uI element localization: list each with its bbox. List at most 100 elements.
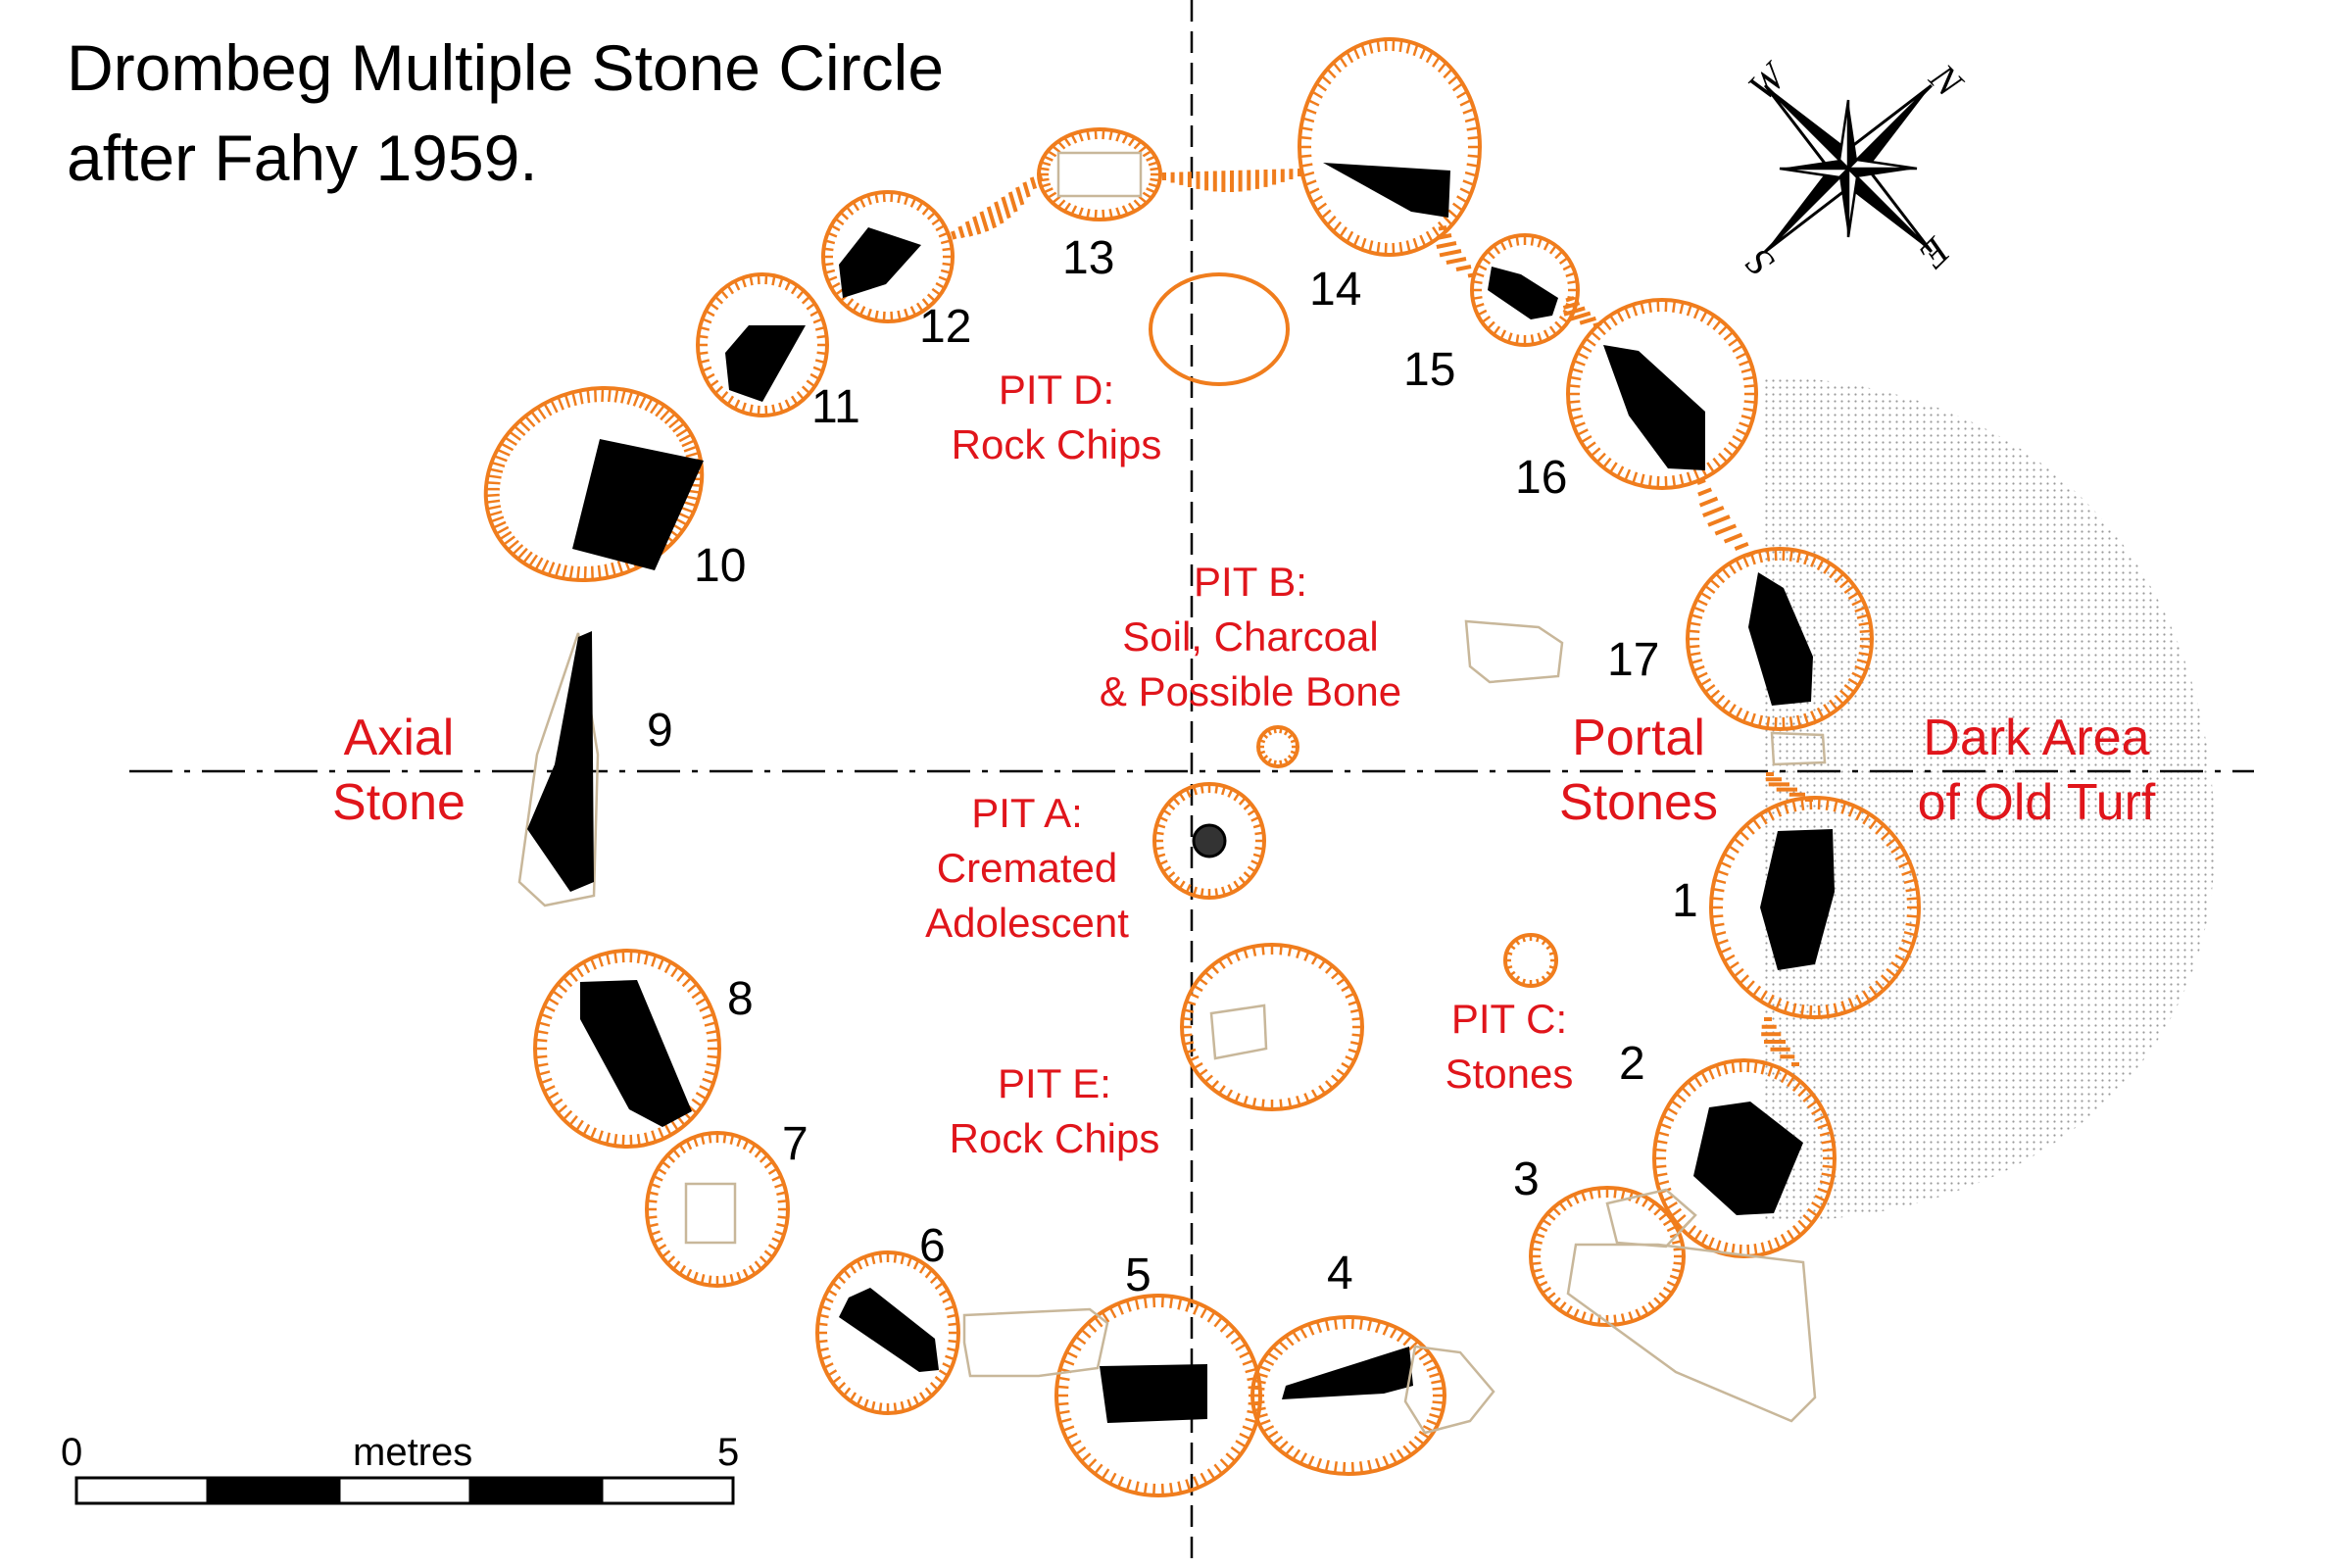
stone-2 bbox=[1693, 1102, 1803, 1215]
pit-b-line-1: PIT B: bbox=[1194, 559, 1307, 605]
portal-label-line-2: Stones bbox=[1559, 774, 1718, 831]
stone-sockets bbox=[483, 37, 1921, 1497]
portal-stones-label: Portal Stones bbox=[1559, 706, 1718, 835]
stone-number-16: 16 bbox=[1515, 452, 1568, 504]
pit-a bbox=[1152, 782, 1266, 900]
stone-number-1: 1 bbox=[1672, 875, 1698, 927]
stone-14 bbox=[1323, 163, 1450, 218]
pit-e-slab bbox=[1209, 1004, 1268, 1060]
pit-e-line-2: Rock Chips bbox=[949, 1115, 1160, 1161]
interior-slab bbox=[1464, 619, 1564, 684]
stone-number-7: 7 bbox=[782, 1118, 808, 1170]
axial-stone-label: Axial Stone bbox=[332, 706, 466, 835]
stone-8 bbox=[580, 980, 692, 1127]
pit-c-label: PIT C: Stones bbox=[1446, 992, 1574, 1102]
stone-number-8: 8 bbox=[727, 973, 754, 1025]
stone-5-socket bbox=[1054, 1294, 1262, 1497]
stone-12-socket bbox=[821, 190, 955, 323]
scale-seg-5 bbox=[600, 1476, 735, 1505]
pit-d bbox=[1149, 272, 1290, 386]
scale-unit-label: metres bbox=[353, 1431, 473, 1474]
stone-6-slab bbox=[962, 1307, 1109, 1378]
stone-3-socket bbox=[1529, 1186, 1686, 1327]
dark-area-line-2: of Old Turf bbox=[1917, 774, 2156, 831]
stone-number-9: 9 bbox=[647, 705, 673, 757]
stone-number-6: 6 bbox=[919, 1220, 946, 1272]
pit-b bbox=[1256, 725, 1299, 768]
dark-area-line-1: Dark Area bbox=[1923, 710, 2150, 766]
scale-end-label: 5 bbox=[717, 1431, 740, 1474]
compass-rose bbox=[1763, 83, 1934, 254]
stone-number-3: 3 bbox=[1513, 1153, 1540, 1205]
stone-5 bbox=[1100, 1364, 1207, 1423]
stone-number-5: 5 bbox=[1125, 1250, 1152, 1301]
stone-15-socket bbox=[1470, 233, 1580, 347]
stone-number-10: 10 bbox=[694, 540, 747, 592]
stone-1-socket bbox=[1709, 796, 1921, 1019]
pit-a-cremation bbox=[1192, 823, 1227, 858]
stone-number-2: 2 bbox=[1619, 1038, 1645, 1090]
stone-17 bbox=[1748, 572, 1813, 706]
portal-label-line-1: Portal bbox=[1572, 710, 1705, 766]
pit-d-label: PIT D: Rock Chips bbox=[952, 363, 1162, 472]
stone-15 bbox=[1488, 267, 1558, 319]
stone-11 bbox=[725, 325, 806, 402]
pit-c bbox=[1503, 933, 1558, 988]
bank-16-17 bbox=[1696, 478, 1755, 559]
stone-3-slab bbox=[1566, 1243, 1817, 1423]
stone-number-12: 12 bbox=[919, 301, 972, 353]
scale-start-label: 0 bbox=[61, 1431, 83, 1474]
portal-packing bbox=[1770, 731, 1827, 766]
pit-a-line-2: Cremated bbox=[936, 845, 1118, 891]
pit-c-line-1: PIT C: bbox=[1450, 996, 1568, 1042]
scale-seg-2 bbox=[206, 1476, 341, 1505]
scale-seg-1 bbox=[74, 1476, 210, 1505]
axial-label-line-2: Stone bbox=[332, 774, 466, 831]
stones bbox=[517, 151, 1835, 1435]
stone-10 bbox=[572, 439, 704, 570]
stone-1 bbox=[1760, 829, 1835, 970]
stone-13-packing bbox=[1056, 151, 1143, 198]
stone-13-socket bbox=[1037, 127, 1162, 221]
pit-b-label: PIT B: Soil, Charcoal & Possible Bone bbox=[1100, 555, 1401, 719]
bank-17-1 bbox=[1765, 772, 1813, 802]
pit-a-line-1: PIT A: bbox=[971, 790, 1083, 836]
dark-area-label: Dark Area of Old Turf bbox=[1918, 706, 2156, 835]
stone-14-socket bbox=[1298, 37, 1482, 257]
stone-2-socket bbox=[1652, 1058, 1837, 1258]
pit-d-line-1: PIT D: bbox=[998, 367, 1115, 413]
stone-4-slab bbox=[1403, 1345, 1495, 1435]
scale-bar bbox=[74, 1476, 735, 1505]
stone-7-packing bbox=[684, 1182, 737, 1245]
stone-6 bbox=[839, 1288, 939, 1372]
pit-e bbox=[1180, 943, 1364, 1111]
scale-seg-4 bbox=[468, 1476, 604, 1505]
title-line-2: after Fahy 1959. bbox=[67, 122, 538, 194]
stone-12 bbox=[839, 227, 921, 298]
axial-label-line-1: Axial bbox=[343, 710, 455, 766]
stone-number-17: 17 bbox=[1607, 634, 1660, 686]
stone-number-4: 4 bbox=[1327, 1248, 1353, 1299]
scale-seg-3 bbox=[337, 1476, 472, 1505]
pit-a-line-3: Adolescent bbox=[925, 900, 1129, 946]
stone-6-socket bbox=[815, 1250, 960, 1415]
stone-9-packing bbox=[517, 632, 600, 907]
stone-8-socket bbox=[533, 949, 721, 1149]
stone-number-14: 14 bbox=[1309, 264, 1362, 316]
stone-7-socket bbox=[645, 1131, 790, 1288]
stone-17-socket bbox=[1686, 547, 1874, 731]
pit-b-line-3: & Possible Bone bbox=[1099, 668, 1402, 714]
bank-1-2 bbox=[1761, 1017, 1799, 1066]
stone-10-socket bbox=[483, 385, 705, 583]
pit-b-line-2: Soil, Charcoal bbox=[1122, 613, 1379, 660]
pit-a-label: PIT A: Cremated Adolescent bbox=[925, 786, 1129, 951]
stone-number-11: 11 bbox=[811, 381, 860, 433]
bank-13-14 bbox=[1162, 169, 1301, 192]
bank-12-13 bbox=[951, 172, 1044, 240]
stone-number-13: 13 bbox=[1062, 232, 1115, 284]
old-turf-area bbox=[1764, 376, 2215, 1221]
pit-e-line-1: PIT E: bbox=[998, 1060, 1111, 1106]
stone-11-socket bbox=[696, 272, 829, 417]
stone-9 bbox=[527, 631, 594, 892]
